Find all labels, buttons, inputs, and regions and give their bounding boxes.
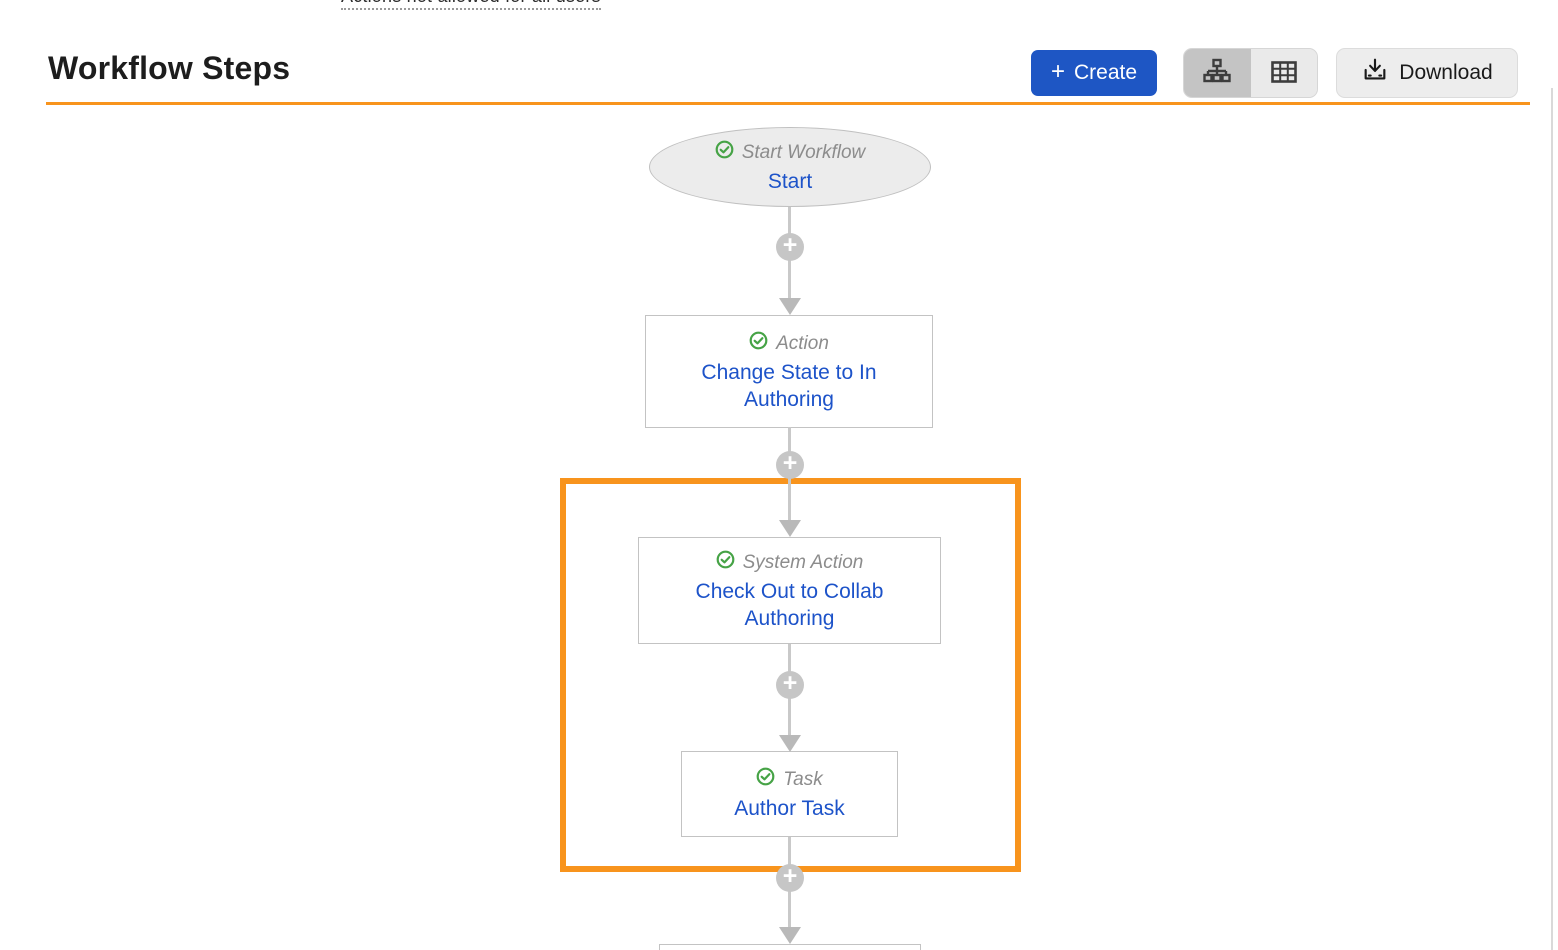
hierarchy-icon	[1202, 57, 1232, 90]
download-button[interactable]: Download	[1336, 48, 1518, 98]
plus-icon: +	[1051, 58, 1066, 85]
page-title: Workflow Steps	[48, 50, 291, 86]
arrow-down-icon	[779, 735, 801, 752]
node-check-out-link[interactable]: Check Out to Collab Authoring	[695, 579, 884, 630]
add-step-icon[interactable]: +	[776, 864, 804, 892]
download-icon	[1361, 56, 1389, 90]
add-step-icon[interactable]: +	[776, 671, 804, 699]
node-type-label: Task	[783, 768, 823, 790]
check-circle-icon	[749, 331, 768, 357]
top-link-actions-not-allowed[interactable]: Actions not allowed for all users	[341, 0, 601, 10]
node-check-out: System Action Check Out to Collab Author…	[638, 537, 941, 644]
node-type-label: Action	[776, 332, 829, 354]
right-edge-divider	[1551, 88, 1553, 950]
node-change-state: Action Change State to In Authoring	[645, 315, 933, 428]
create-button-label: Create	[1074, 61, 1138, 84]
add-step-icon[interactable]: +	[776, 233, 804, 261]
node-author-task: Task Author Task	[681, 751, 898, 837]
diagram-view-button[interactable]	[1184, 49, 1251, 97]
node-author-task-link[interactable]: Author Task	[734, 796, 845, 820]
download-button-label: Download	[1399, 61, 1493, 84]
header-divider	[46, 102, 1530, 105]
check-circle-icon	[716, 550, 735, 576]
arrow-down-icon	[779, 298, 801, 315]
table-view-button[interactable]	[1250, 49, 1317, 97]
node-type-label: Start Workflow	[741, 141, 866, 163]
node-type-label: System Action	[742, 551, 864, 573]
workflow-diagram: Start Workflow Start + Action Change Sta…	[0, 110, 1558, 950]
node-change-state-link[interactable]: Change State to In Authoring	[701, 360, 877, 411]
node-partial-bottom	[659, 944, 921, 950]
view-toggle	[1183, 48, 1318, 98]
add-step-icon[interactable]: +	[776, 451, 804, 479]
check-circle-icon	[756, 767, 775, 793]
check-circle-icon	[715, 140, 734, 166]
node-start-link[interactable]: Start	[767, 169, 813, 193]
node-start: Start Workflow Start	[649, 127, 931, 207]
arrow-down-icon	[779, 520, 801, 537]
create-button[interactable]: + Create	[1031, 50, 1158, 96]
arrow-down-icon	[779, 927, 801, 944]
table-icon	[1269, 57, 1299, 90]
